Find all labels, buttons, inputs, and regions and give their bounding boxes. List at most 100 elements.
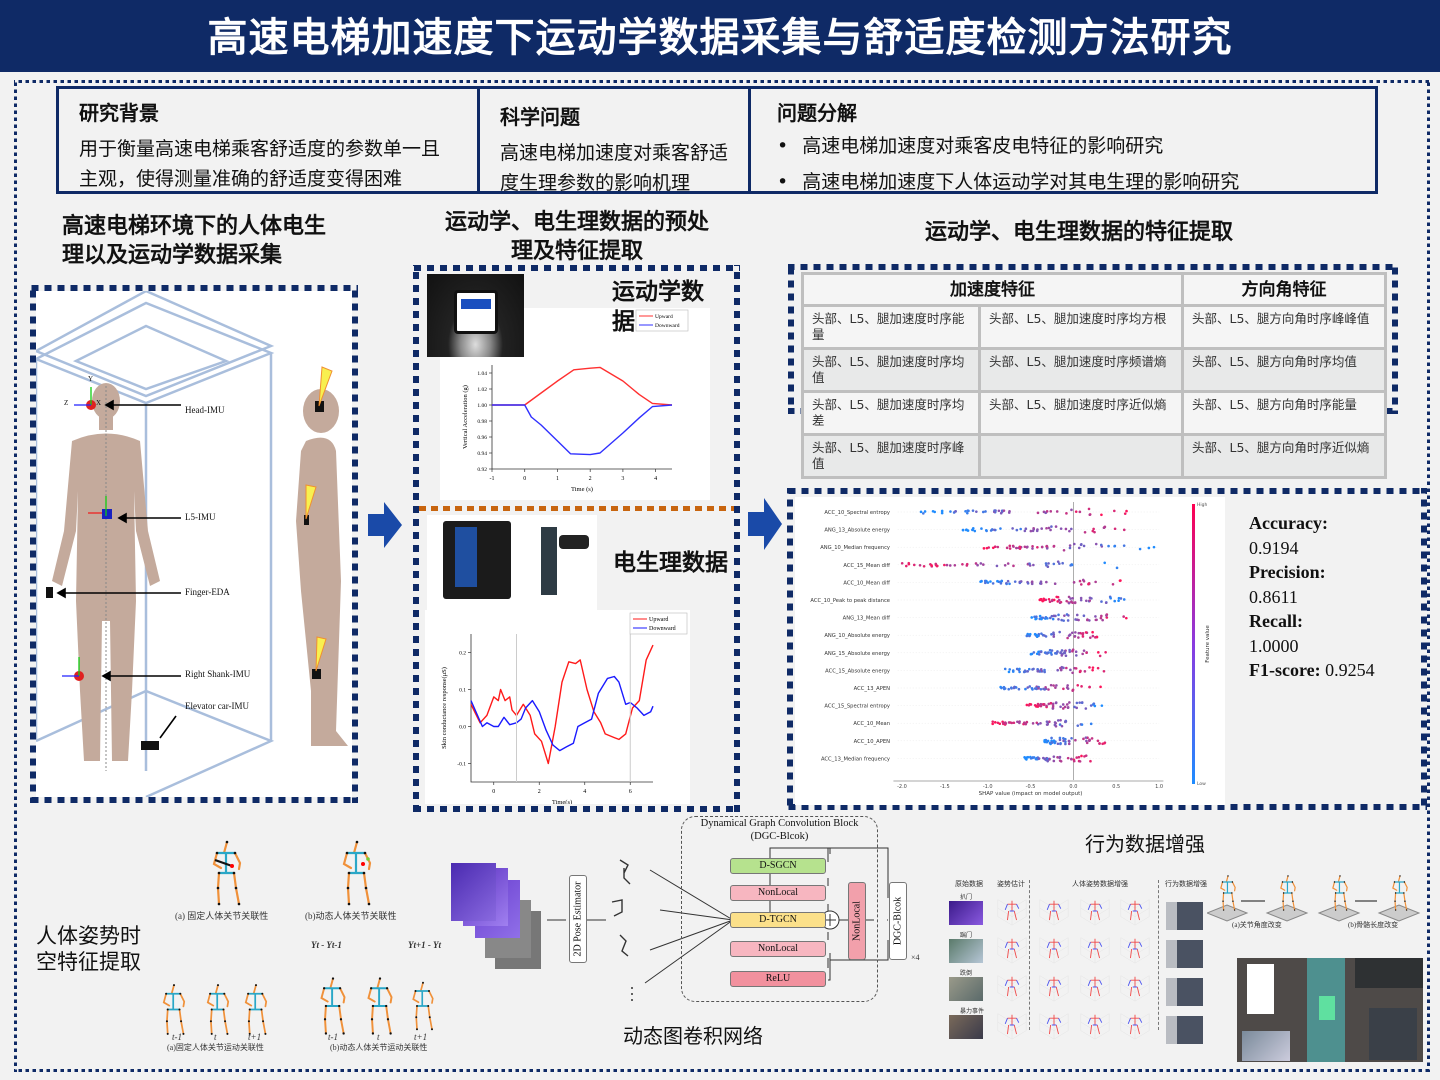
- shap-point: [1050, 614, 1054, 618]
- shap-point: [1002, 509, 1006, 512]
- shap-point: [1000, 686, 1003, 690]
- background-text: 用于衡量高速电梯乘客舒适度的参数单一且主观，使得测量准确的舒适度变得困难: [79, 138, 441, 190]
- shap-point: [961, 563, 964, 566]
- shap-point: [931, 509, 935, 513]
- shap-point: [1065, 686, 1069, 689]
- shap-point: [1038, 704, 1041, 707]
- shap-point: [1008, 544, 1012, 548]
- shap-point: [1075, 618, 1079, 622]
- shap-point: [993, 721, 997, 724]
- shap-point: [1087, 507, 1091, 511]
- shap-point: [1067, 742, 1071, 746]
- shap-point: [1147, 546, 1151, 550]
- y-tick-label: 0.92: [477, 467, 487, 473]
- shap-point: [1062, 651, 1065, 655]
- shap-point: [1094, 615, 1097, 618]
- shap-point: [984, 581, 987, 585]
- shap-point: [1094, 636, 1097, 639]
- feature-label: ACC_10_Peak to peak distance: [810, 598, 890, 604]
- column-heading: 行为数据增强: [1165, 880, 1207, 888]
- shap-point: [1117, 599, 1120, 602]
- shap-point: [961, 528, 965, 532]
- shap-point: [1049, 510, 1053, 513]
- problem-decomposition: 问题分解 高速电梯加速度对乘客皮电特征的影响研究 高速电梯加速度下人体运动学对其…: [751, 89, 1375, 193]
- pose-3d-plot: [1118, 970, 1152, 1004]
- shap-point: [1013, 580, 1017, 583]
- shap-point: [1066, 619, 1070, 622]
- y-axis-label: Skin conductance response(μS): [441, 667, 448, 749]
- x-tick-label: 0.0: [1069, 784, 1077, 790]
- finger-eda-label: Finger-EDA: [185, 587, 230, 597]
- shap-point: [993, 545, 997, 549]
- shap-point: [1077, 631, 1081, 635]
- shap-point: [1028, 685, 1032, 688]
- video-frame: [451, 863, 496, 921]
- y-tick-label: 1.04: [477, 371, 487, 377]
- behavior-label: 踹门: [960, 933, 973, 939]
- shap-point: [1052, 759, 1056, 763]
- shap-point: [1074, 667, 1078, 670]
- shap-point: [1047, 562, 1050, 565]
- shap-point: [1058, 738, 1062, 742]
- x-axis-label: SHAP value (impact on model output): [979, 791, 1083, 797]
- shap-point: [1113, 527, 1117, 531]
- shap-point: [1046, 759, 1050, 763]
- shap-point: [1070, 508, 1073, 512]
- shap-point: [1052, 614, 1056, 618]
- shap-point: [1061, 561, 1064, 565]
- shap-point: [1072, 581, 1076, 584]
- shap-point: [1028, 562, 1031, 566]
- shap-point: [1078, 510, 1082, 514]
- shap-point: [1096, 666, 1100, 670]
- shap-point: [1003, 564, 1007, 567]
- shap-point: [1068, 546, 1072, 550]
- shap-point: [1052, 598, 1056, 602]
- legend-label: Upward: [649, 617, 668, 623]
- pose-caption: (b)动态人体关节关联性: [305, 911, 397, 921]
- pose-3d-plot: [1037, 894, 1071, 928]
- shap-point: [1072, 759, 1076, 763]
- shap-point: [1054, 525, 1058, 528]
- shap-point: [1018, 545, 1022, 549]
- shap-point: [1052, 755, 1056, 758]
- shap-point: [1087, 739, 1091, 743]
- pose-3d-plot: [995, 970, 1029, 1004]
- shap-point: [1038, 582, 1042, 585]
- feature-label: ANG_13_Absolute energy: [824, 528, 890, 534]
- shap-point: [1070, 736, 1073, 740]
- shap-point: [1062, 687, 1065, 691]
- shap-point: [919, 510, 923, 514]
- shap-point: [1075, 613, 1079, 617]
- shap-point: [1008, 668, 1012, 671]
- shap-point: [1049, 651, 1053, 655]
- shap-point: [1048, 758, 1051, 761]
- shap-point: [966, 511, 969, 515]
- shap-point: [1038, 614, 1042, 618]
- shap-point: [1074, 510, 1078, 513]
- shap-point: [1065, 613, 1069, 616]
- shap-point: [1018, 720, 1021, 723]
- shap-point: [975, 510, 978, 513]
- shap-point: [1025, 720, 1029, 724]
- shap-point: [907, 561, 911, 565]
- shap-point: [1059, 527, 1063, 530]
- shap-point: [1056, 742, 1060, 746]
- shap-point: [1051, 707, 1055, 710]
- shap-point: [1019, 580, 1023, 583]
- eda-module-photo: [541, 527, 557, 595]
- feature-colorbar: [1192, 504, 1195, 784]
- legend-label: Downward: [655, 323, 680, 329]
- shap-point: [1075, 706, 1078, 710]
- shap-point: [1088, 685, 1091, 689]
- feature-label: ANG_10_Median frequency: [820, 545, 890, 551]
- shap-point: [1004, 722, 1008, 725]
- shap-point: [953, 563, 957, 567]
- shap-point: [1003, 687, 1007, 690]
- shap-point: [1081, 652, 1084, 656]
- shap-point: [1073, 705, 1076, 709]
- shap-point: [1059, 651, 1062, 655]
- shap-point: [1010, 686, 1013, 690]
